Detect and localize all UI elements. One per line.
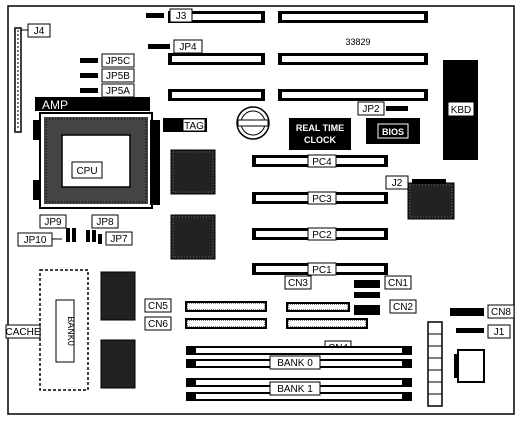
j3-header: J3 — [146, 8, 193, 23]
amp-bar: AMP — [35, 97, 150, 112]
j4-label: J4 — [34, 26, 45, 37]
board-id: 33829 — [345, 37, 370, 47]
rtc-label-line2: CLOCK — [304, 135, 336, 145]
power-connector — [427, 321, 485, 407]
cpu-socket: CPU — [33, 112, 160, 209]
j4-header: J4 — [14, 23, 51, 133]
bios-label: BIOS — [382, 127, 404, 137]
jp4-label: JP4 — [179, 42, 197, 53]
battery — [236, 106, 270, 140]
cache-bank0-label: BANK0 — [66, 316, 76, 346]
jp4-jumper: JP4 — [148, 39, 203, 54]
pc2-label: PC2 — [312, 230, 332, 241]
tag-chip: TAG — [163, 118, 207, 132]
jp8-label: JP8 — [96, 217, 114, 228]
j2-label: J2 — [392, 178, 403, 189]
cn2-connector: CN2 — [354, 299, 417, 315]
cn6-label: CN6 — [148, 319, 168, 330]
j1-header: J1 — [456, 324, 511, 339]
jp9-label: JP9 — [44, 217, 62, 228]
jp5b-label: JP5B — [106, 71, 130, 82]
cn1-label: CN1 — [388, 278, 408, 289]
cn2-label: CN2 — [393, 302, 413, 313]
tag-label: TAG — [184, 121, 204, 132]
chipset-ics — [170, 149, 455, 260]
bios-chip: BIOS — [366, 118, 420, 144]
simm-banks: BANK 0 BANK 1 — [186, 346, 412, 401]
pc4-label: PC4 — [312, 157, 332, 168]
bank0-label: BANK 0 — [277, 358, 313, 369]
cache-memory: BANK0 CACHE — [5, 269, 136, 391]
kbd-label: KBD — [451, 105, 472, 116]
j3-label: J3 — [176, 11, 187, 22]
amp-label: AMP — [42, 98, 68, 112]
jp10-label: JP10 — [24, 235, 47, 246]
cn6-connector: CN6 — [144, 316, 267, 331]
cn1-cn3-connectors: CN3 CN1 — [284, 275, 412, 312]
cn5-connector: CN5 — [144, 298, 267, 313]
real-time-clock-chip: REAL TIME CLOCK — [289, 118, 351, 150]
pc-slots: PC4 PC3 PC2 PC1 — [252, 154, 388, 276]
jp2-jumper: JP2 — [357, 101, 408, 116]
bank1-label: BANK 1 — [277, 384, 313, 395]
j2-header: J2 — [385, 175, 446, 190]
j1-label: J1 — [494, 327, 505, 338]
jp7-label: JP7 — [110, 234, 128, 245]
cn3-label: CN3 — [288, 278, 308, 289]
rtc-label-line1: REAL TIME — [296, 123, 344, 133]
cache-label: CACHE — [5, 327, 40, 338]
pc1-label: PC1 — [312, 265, 332, 276]
cn8-connector: CN8 — [450, 304, 515, 319]
pc3-label: PC3 — [312, 194, 332, 205]
jp5a-label: JP5A — [106, 86, 130, 97]
cpu-label: CPU — [76, 166, 97, 177]
jp7-jp10-jumpers: JP9 JP8 JP10 JP7 — [17, 214, 133, 247]
cn8-label: CN8 — [491, 307, 511, 318]
jp5-jumpers: JP5C JP5B JP5A — [80, 53, 135, 98]
jp5c-label: JP5C — [106, 56, 130, 67]
jp2-label: JP2 — [362, 104, 380, 115]
cn5-label: CN5 — [148, 301, 168, 312]
keyboard-connector: KBD — [443, 60, 478, 160]
